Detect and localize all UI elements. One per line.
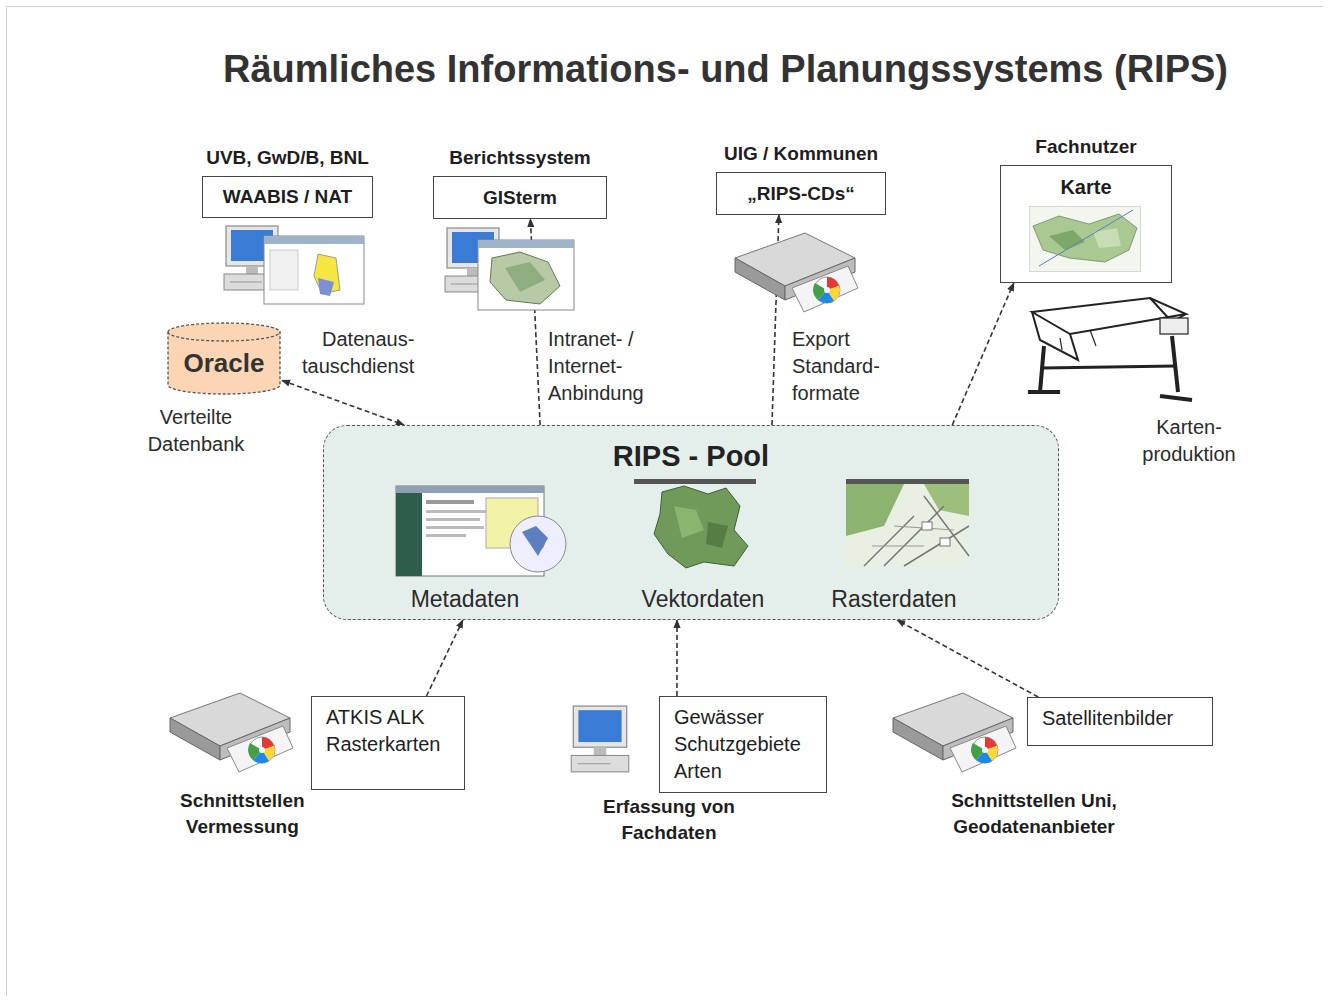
source-caption: Schnittstellen Vermessung <box>180 788 305 839</box>
cd-drive-icon <box>893 693 1016 772</box>
cd-drive-icon <box>170 693 293 772</box>
box-label: „RIPS-CDs“ <box>747 183 855 205</box>
pool-part-label: Vektordaten <box>628 584 778 615</box>
workstation-icon <box>224 226 364 304</box>
edge-label: Datenaus- tauschdienst <box>302 326 414 380</box>
cd-drive-icon <box>735 233 858 312</box>
flow-arrow <box>676 620 678 696</box>
pool-part-label: Metadaten <box>400 584 530 615</box>
box-label: Karte <box>1060 176 1111 199</box>
group-heading: Berichtssystem <box>449 147 591 169</box>
group-heading: Fachnutzer <box>1035 136 1136 158</box>
vector-map-icon <box>634 479 756 568</box>
source-box: Satellitenbilder <box>1027 697 1213 746</box>
flow-arrow <box>897 620 1038 697</box>
output-box: UIG / Kommunen„RIPS-CDs“ <box>716 172 886 215</box>
map-box: FachnutzerKarte <box>1000 165 1172 283</box>
flow-arrow <box>282 380 404 425</box>
pool-part-label: Rasterdaten <box>818 584 970 615</box>
database-cylinder: Oracle <box>166 322 282 395</box>
metadata-icon <box>396 486 566 576</box>
box-label: WAABIS / NAT <box>223 186 352 208</box>
box-label: Satellitenbilder <box>1042 705 1173 732</box>
box-label: GISterm <box>483 187 557 209</box>
box-label: ATKIS ALK Rasterkarten <box>326 704 441 758</box>
note-label: Karten- produktion <box>1134 414 1244 468</box>
flow-arrow <box>427 620 463 696</box>
flow-arrow <box>952 283 1013 425</box>
system-box: BerichtssystemGISterm <box>433 176 607 219</box>
source-box: Gewässer Schutzgebiete Arten <box>659 696 827 793</box>
plotter-icon <box>1028 298 1192 400</box>
source-caption: Schnittstellen Uni, Geodatenanbieter <box>906 788 1162 839</box>
source-box: ATKIS ALK Rasterkarten <box>311 696 465 790</box>
raster-map-icon <box>846 479 969 566</box>
edge-label: Export Standard- formate <box>792 326 902 407</box>
workstation-icon <box>571 706 629 772</box>
source-caption: Erfassung von Fachdaten <box>584 794 754 845</box>
system-box: UVB, GwD/B, BNLWAABIS / NAT <box>202 176 373 218</box>
edge-label: Intranet- / Internet- Anbindung <box>548 326 666 407</box>
pool-title: RIPS - Pool <box>613 440 769 473</box>
workstation-icon <box>445 228 574 310</box>
box-label: Gewässer Schutzgebiete Arten <box>674 704 801 785</box>
diagram-title: Räumliches Informations- und Planungssys… <box>0 48 1331 91</box>
group-heading: UVB, GwD/B, BNL <box>206 147 369 169</box>
database-label: Oracle <box>184 348 265 379</box>
note-label: Verteilte Datenbank <box>137 404 255 458</box>
group-heading: UIG / Kommunen <box>724 143 878 165</box>
map-thumbnail <box>1029 206 1141 272</box>
